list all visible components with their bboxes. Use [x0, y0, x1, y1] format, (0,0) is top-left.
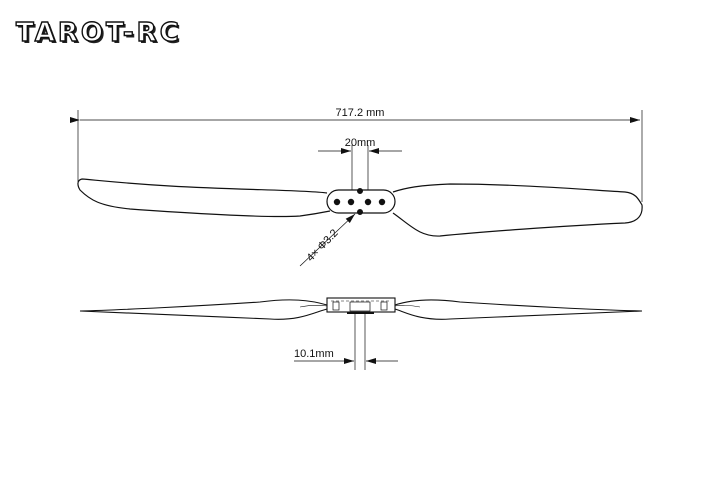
hub-thickness-label: 10.1mm [294, 348, 334, 360]
propeller-side-view [79, 297, 643, 320]
overall-length-dimension [70, 110, 643, 202]
hole-label: 4× Φ3.2 [305, 227, 341, 264]
propeller-top-view [77, 178, 643, 237]
overall-length-label: 717.2 mm [336, 107, 385, 119]
hole-leader [299, 213, 356, 267]
hub-spacing-label: 20mm [345, 137, 376, 149]
brand-logo: TAROT-RC [15, 17, 182, 48]
hub-thickness-dimension [294, 314, 398, 370]
